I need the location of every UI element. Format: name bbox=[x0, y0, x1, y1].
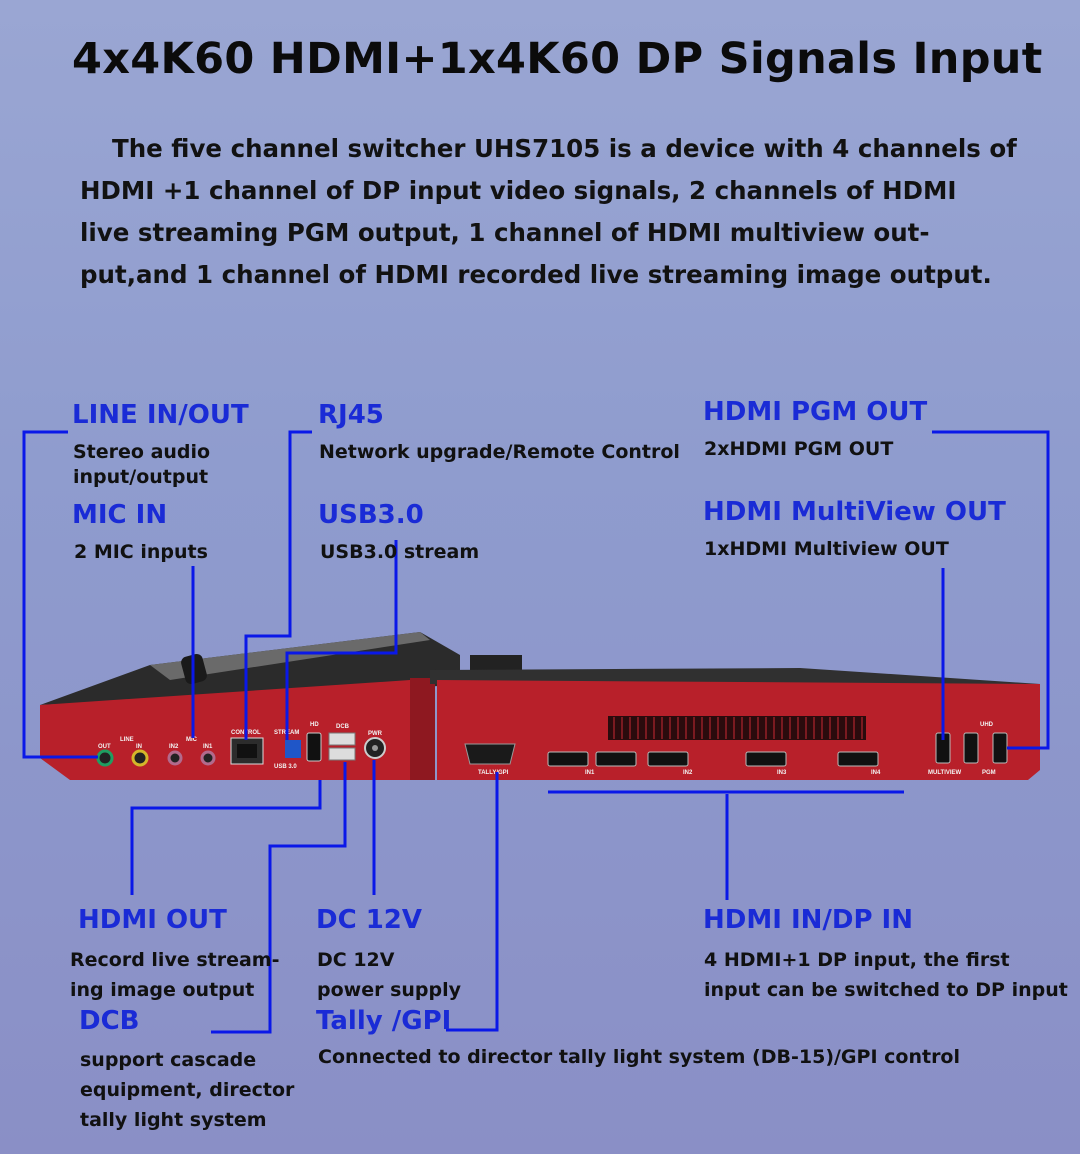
intro-line: HDMI +1 channel of DP input video signal… bbox=[80, 176, 957, 205]
left-ports bbox=[96, 732, 386, 767]
panel-label-line: LINE bbox=[120, 737, 134, 743]
mic-in-heading: MIC IN bbox=[72, 500, 168, 530]
desc-line: tally light system bbox=[80, 1109, 267, 1131]
desc-line: support cascade bbox=[80, 1049, 257, 1071]
panel-label-hd: HD bbox=[310, 722, 319, 728]
dcb-heading: DCB bbox=[79, 1006, 140, 1036]
hdmi-out-desc: Record live stream- ing image output bbox=[70, 945, 279, 1005]
desc-line: 2 MIC inputs bbox=[74, 541, 208, 563]
panel-label-in1: IN1 bbox=[203, 744, 213, 750]
rj45-heading: RJ45 bbox=[318, 400, 384, 430]
panel-label-in2b: IN2 bbox=[683, 770, 693, 776]
desc-line: input/output bbox=[73, 466, 209, 488]
tally-gpi-desc: Connected to director tally light system… bbox=[318, 1045, 960, 1070]
desc-line: USB3.0 stream bbox=[320, 541, 480, 563]
panel-label-mic: MIC bbox=[186, 737, 198, 743]
panel-label-pwr: PWR bbox=[368, 731, 383, 737]
intro-paragraph: The five channel switcher UHS7105 is a d… bbox=[80, 128, 1017, 296]
right-ports bbox=[464, 732, 1008, 767]
panel-label-in2: IN2 bbox=[169, 744, 179, 750]
intro-line: put,and 1 channel of HDMI recorded live … bbox=[80, 260, 992, 289]
desc-line: Stereo audio bbox=[73, 441, 211, 463]
panel-label-pgm: PGM bbox=[982, 770, 996, 776]
desc-line: equipment, director bbox=[80, 1079, 295, 1101]
desc-line: 2xHDMI PGM OUT bbox=[704, 438, 894, 460]
panel-label-in4: IN4 bbox=[871, 770, 881, 776]
hdmi-multiview-out-desc: 1xHDMI Multiview OUT bbox=[704, 537, 949, 562]
page-title: 4x4K60 HDMI+1x4K60 DP Signals Input bbox=[72, 34, 1043, 84]
desc-line: 1xHDMI Multiview OUT bbox=[704, 538, 949, 560]
hdmi-multiview-out-heading: HDMI MultiView OUT bbox=[703, 497, 1006, 527]
usb30-desc: USB3.0 stream bbox=[320, 540, 479, 565]
desc-line: power supply bbox=[317, 979, 462, 1001]
panel-label-uhd: UHD bbox=[980, 722, 994, 728]
leader-lines bbox=[22, 430, 1050, 1034]
dc12v-desc: DC 12V power supply bbox=[317, 945, 461, 1005]
desc-line: ing image output bbox=[70, 979, 255, 1001]
panel-label-tally: TALLY/GPI bbox=[478, 770, 509, 776]
panel-label-out: OUT bbox=[98, 744, 111, 750]
panel-label-multiview: MULTIVIEW bbox=[928, 770, 962, 776]
desc-line: Network upgrade/Remote Control bbox=[319, 441, 680, 463]
hdmi-in-dp-in-heading: HDMI IN/DP IN bbox=[703, 905, 913, 935]
panel-label-in: IN bbox=[136, 744, 142, 750]
panel-label-in3: IN3 bbox=[777, 770, 787, 776]
line-io-heading: LINE IN/OUT bbox=[72, 400, 249, 430]
desc-line: input can be switched to DP input bbox=[704, 979, 1068, 1001]
panel-label-in1b: IN1 bbox=[585, 770, 595, 776]
mic-in-desc: 2 MIC inputs bbox=[74, 540, 208, 565]
hdmi-in-dp-in-desc: 4 HDMI+1 DP input, the first input can b… bbox=[704, 945, 1068, 1005]
dcb-desc: support cascade equipment, director tall… bbox=[80, 1045, 294, 1135]
desc-line: DC 12V bbox=[317, 949, 395, 971]
desc-line: Record live stream- bbox=[70, 949, 280, 971]
line-io-desc: Stereo audio input/output bbox=[73, 440, 210, 490]
intro-line: The five channel switcher UHS7105 is a d… bbox=[112, 134, 1017, 163]
hdmi-out-heading: HDMI OUT bbox=[78, 905, 227, 935]
intro-line: live streaming PGM output, 1 channel of … bbox=[80, 218, 930, 247]
hdmi-pgm-out-desc: 2xHDMI PGM OUT bbox=[704, 437, 893, 462]
panel-label-dcb: DCB bbox=[336, 724, 350, 730]
rj45-desc: Network upgrade/Remote Control bbox=[319, 440, 680, 465]
desc-line: 4 HDMI+1 DP input, the first bbox=[704, 949, 1010, 971]
dc12v-heading: DC 12V bbox=[316, 905, 423, 935]
hdmi-pgm-out-heading: HDMI PGM OUT bbox=[703, 397, 928, 427]
panel-label-usb: USB 3.0 bbox=[274, 764, 297, 770]
desc-line: Connected to director tally light system… bbox=[318, 1046, 961, 1068]
usb30-heading: USB3.0 bbox=[318, 500, 424, 530]
tally-gpi-heading: Tally /GPI bbox=[316, 1006, 452, 1036]
